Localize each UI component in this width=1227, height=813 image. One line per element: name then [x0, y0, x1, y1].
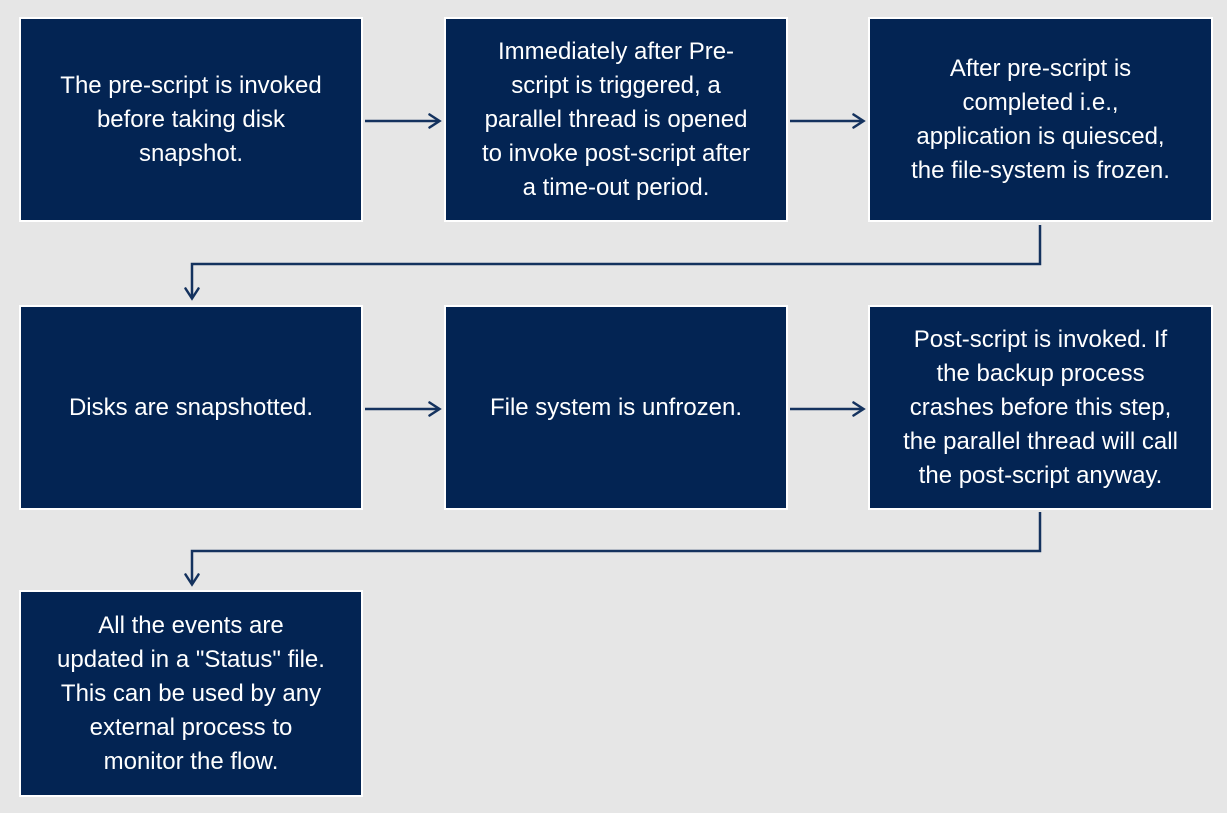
flow-step-3: After pre-script is completed i.e., appl…	[868, 17, 1213, 222]
flow-step-7: All the events are updated in a "Status"…	[19, 590, 363, 797]
flow-step-3-label: After pre-script is completed i.e., appl…	[911, 54, 1170, 184]
flow-step-7-label: All the events are updated in a "Status"…	[57, 611, 325, 775]
flow-step-2: Immediately after Pre- script is trigger…	[444, 17, 788, 222]
flow-step-4-label: Disks are snapshotted.	[68, 393, 314, 421]
flow-step-1: The pre-script is invoked before taking …	[19, 17, 363, 222]
flow-step-5: File system is unfrozen.	[444, 305, 788, 510]
flow-step-6-label: Post-script is invoked. If the backup pr…	[903, 325, 1178, 489]
connector-step3-step4	[184, 225, 1042, 301]
flow-step-5-label: File system is unfrozen.	[489, 393, 743, 421]
flow-step-6: Post-script is invoked. If the backup pr…	[868, 305, 1213, 510]
flow-step-4: Disks are snapshotted.	[19, 305, 363, 510]
flow-step-1-label: The pre-script is invoked before taking …	[60, 71, 322, 167]
connector-step6-step7	[184, 512, 1042, 587]
flow-step-2-label: Immediately after Pre- script is trigger…	[481, 37, 751, 201]
